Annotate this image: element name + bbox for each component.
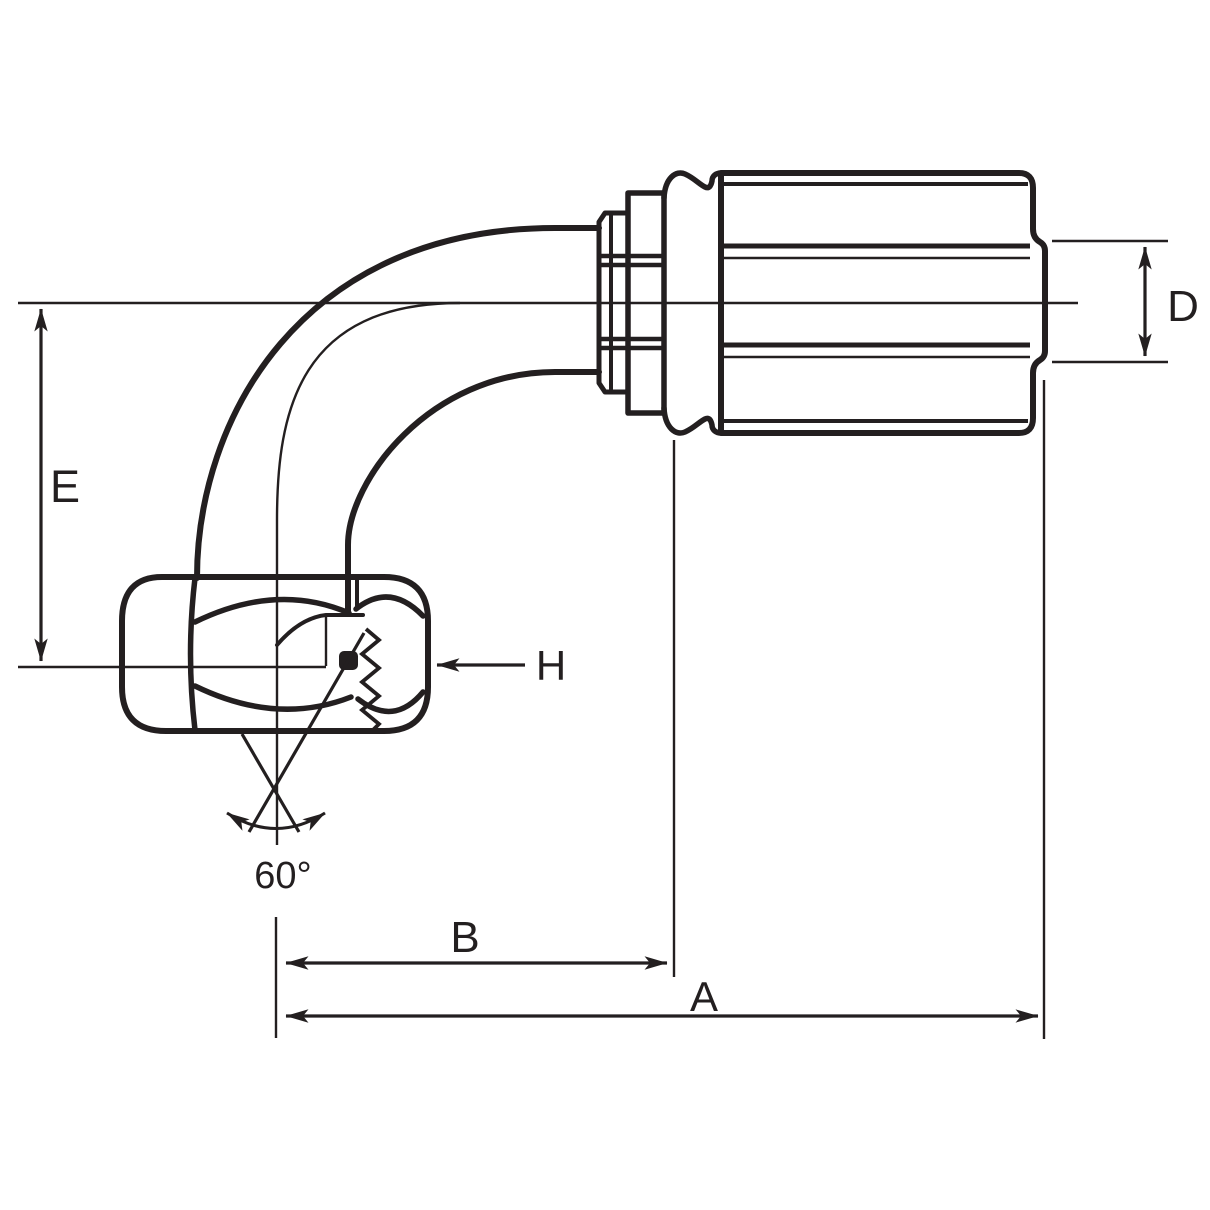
angle-arc — [226, 811, 326, 831]
centerline — [18, 301, 1078, 1038]
nut-facet-middle-bottom — [192, 683, 354, 712]
centerline-vertical-bend — [275, 301, 461, 845]
dim-label-d: D — [1167, 282, 1199, 331]
nut-facet-left — [187, 575, 198, 733]
ferrule-outline — [718, 170, 1048, 436]
crimp-collar — [596, 170, 724, 436]
dim-label-a: A — [690, 973, 718, 1020]
nut-outline — [119, 574, 431, 734]
dim-e: E — [34, 308, 80, 662]
dim-a: A — [285, 380, 1046, 1039]
dim-label-b: B — [450, 913, 479, 962]
thread-zigzag — [359, 627, 382, 734]
nut-bore-lip — [275, 613, 365, 647]
elbow-outer-wall — [194, 225, 602, 581]
nut-endcap-top — [353, 594, 426, 619]
nut-endcap-bottom — [355, 689, 426, 715]
dim-b: B — [285, 440, 676, 977]
dim-label-60: 60° — [254, 855, 311, 897]
dim-label-h: H — [536, 642, 566, 689]
dim-label-e: E — [50, 461, 80, 512]
dim-h: H — [18, 642, 566, 689]
collar-bell-top — [661, 170, 724, 201]
nut-facet-middle-top — [192, 596, 352, 625]
cone-line-left — [240, 733, 301, 833]
ferrule-shell — [718, 170, 1048, 436]
cone-line-right — [247, 632, 366, 833]
dim-d: D — [1052, 239, 1199, 364]
seat-cone-angle: 60° — [226, 632, 366, 897]
elbow-tube — [194, 225, 602, 615]
collar-bell-bottom — [661, 405, 724, 436]
swivel-nut — [119, 574, 431, 734]
elbow-inner-wall — [345, 369, 602, 615]
